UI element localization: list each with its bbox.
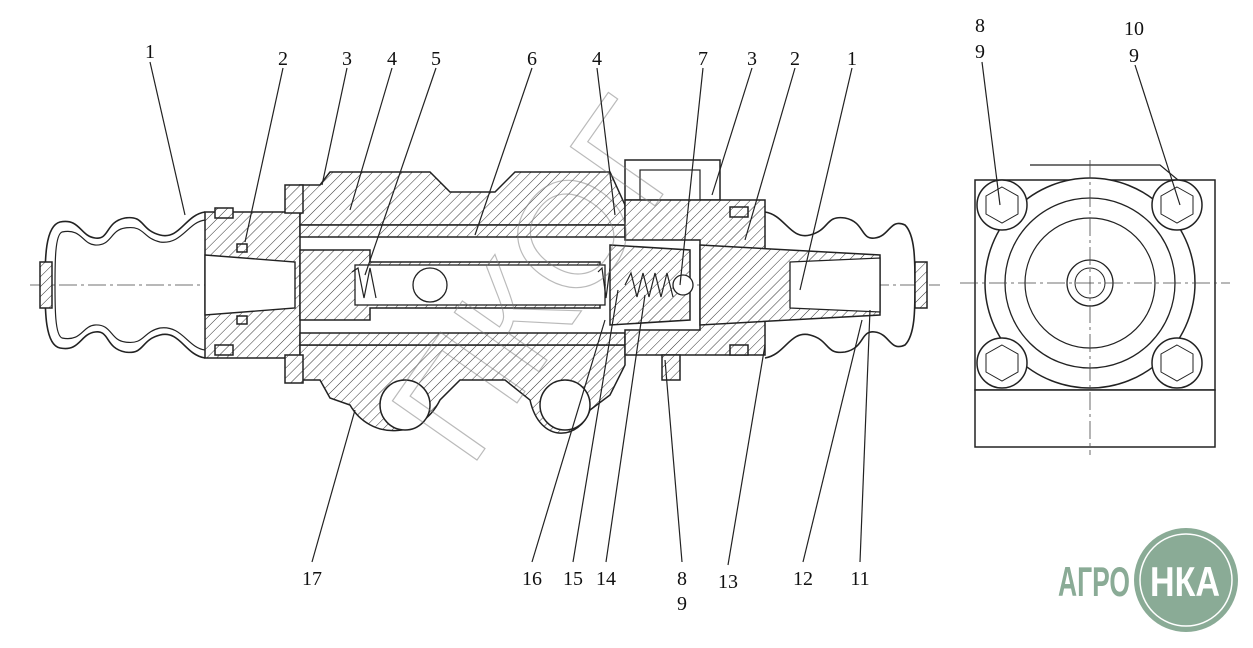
svg-text:3: 3 bbox=[747, 48, 757, 70]
svg-text:1: 1 bbox=[145, 41, 155, 63]
svg-text:17: 17 bbox=[302, 568, 322, 590]
svg-text:16: 16 bbox=[522, 568, 542, 590]
part-labels: 1 2 3 4 5 6 4 7 3 2 1 17 16 15 14 8 9 13… bbox=[145, 15, 1144, 615]
svg-text:10: 10 bbox=[1124, 18, 1144, 40]
svg-text:8: 8 bbox=[975, 15, 985, 37]
logo-text-right: НКА bbox=[1150, 558, 1220, 605]
svg-text:6: 6 bbox=[527, 48, 537, 70]
svg-text:4: 4 bbox=[387, 48, 397, 70]
svg-text:1: 1 bbox=[847, 48, 857, 70]
left-boot bbox=[39, 211, 206, 359]
svg-text:9: 9 bbox=[975, 41, 985, 63]
svg-text:14: 14 bbox=[596, 568, 616, 590]
svg-text:9: 9 bbox=[1129, 45, 1139, 67]
bolt-heads bbox=[976, 179, 1203, 389]
svg-text:9: 9 bbox=[677, 593, 687, 615]
piston bbox=[299, 249, 615, 321]
svg-text:11: 11 bbox=[850, 568, 869, 590]
left-end-cap bbox=[204, 207, 301, 359]
right-end-cap bbox=[699, 211, 928, 359]
end-view bbox=[960, 160, 1230, 455]
logo-text-left: АГРО bbox=[1058, 558, 1130, 605]
svg-text:3: 3 bbox=[342, 48, 352, 70]
leader-lines bbox=[149, 61, 1181, 566]
svg-text:15: 15 bbox=[563, 568, 583, 590]
svg-text:2: 2 bbox=[278, 48, 288, 70]
svg-text:7: 7 bbox=[698, 48, 708, 70]
svg-text:8: 8 bbox=[677, 568, 687, 590]
svg-text:2: 2 bbox=[790, 48, 800, 70]
housing bbox=[284, 171, 626, 434]
svg-text:5: 5 bbox=[431, 48, 441, 70]
svg-text:4: 4 bbox=[592, 48, 602, 70]
svg-text:13: 13 bbox=[718, 571, 738, 593]
agronka-logo: АГРО НКА bbox=[1058, 528, 1238, 632]
svg-text:12: 12 bbox=[793, 568, 813, 590]
